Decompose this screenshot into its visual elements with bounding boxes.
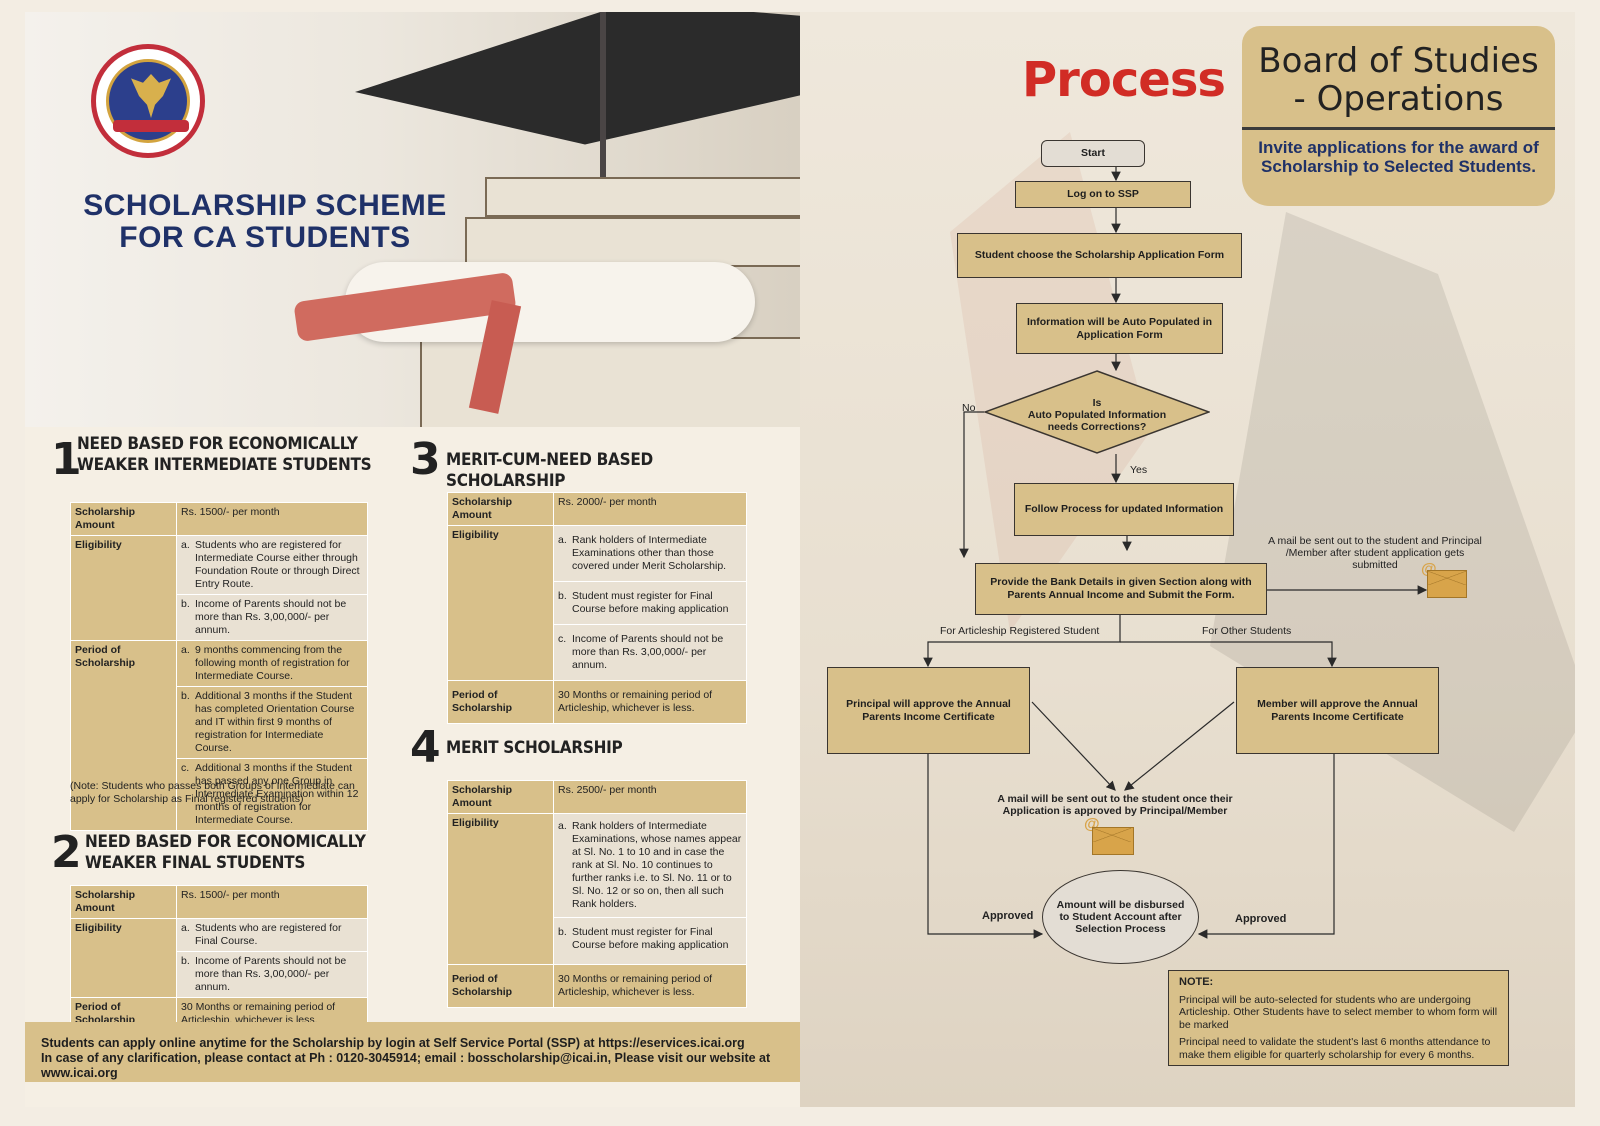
flow-start: Start	[1041, 140, 1145, 167]
flow-member-approve: Member will approve the Annual Parents I…	[1236, 667, 1439, 754]
flow-principal-approve: Principal will approve the Annual Parent…	[827, 667, 1030, 754]
section-title: MERIT-CUM-NEED BASED SCHOLARSHIP	[446, 450, 653, 491]
flow-articleship-label: For Articleship Registered Student	[940, 625, 1100, 637]
flow-mail-note-2: A mail will be sent out to the student o…	[997, 793, 1233, 817]
flow-choose-form: Student choose the Scholarship Applicati…	[957, 233, 1242, 278]
process-title: Process	[1022, 52, 1226, 108]
graduation-cap-image	[355, 12, 800, 145]
note-item: Principal need to validate the student's…	[1179, 1036, 1491, 1061]
hero-title: SCHOLARSHIP SCHEME FOR CA STUDENTS	[83, 189, 447, 254]
section-number: 2	[51, 827, 82, 878]
flow-approved-left: Approved	[982, 910, 1034, 922]
note-title: NOTE:	[1179, 976, 1214, 988]
flow-bank-details: Provide the Bank Details in given Sectio…	[975, 563, 1267, 615]
flow-other-students-label: For Other Students	[1202, 625, 1292, 637]
section-number: 4	[410, 722, 441, 773]
footer-contact-line[interactable]: In case of any clarification, please con…	[41, 1051, 771, 1080]
footer-portal-line[interactable]: Students can apply online anytime for th…	[41, 1036, 745, 1050]
flowchart-connectors	[923, 167, 1428, 939]
section-number: 3	[410, 434, 441, 485]
section-title: MERIT SCHOLARSHIP	[446, 738, 623, 758]
flow-approved-right: Approved	[1235, 913, 1287, 925]
process-note-box: NOTE: Principal will be auto-selected fo…	[1168, 970, 1509, 1066]
flow-decision-diamond	[984, 370, 1210, 454]
bos-subtitle: Invite applications for the award of Sch…	[1258, 138, 1539, 176]
section-note: (Note: Students who passes both Groups o…	[70, 780, 355, 805]
flow-no-label: No	[962, 402, 976, 414]
contact-footer: Students can apply online anytime for th…	[25, 1022, 800, 1082]
book-image	[465, 217, 800, 267]
flow-disbursement: Amount will be disbursed to Student Acco…	[1042, 870, 1199, 964]
bos-title: Board of Studies- Operations	[1258, 41, 1539, 119]
icai-logo	[91, 44, 205, 158]
book-image	[485, 177, 800, 217]
flow-auto-populated: Information will be Auto Populated in Ap…	[1016, 303, 1223, 354]
section-number: 1	[51, 434, 82, 485]
right-panel: Process Board of Studies- Operations Inv…	[800, 12, 1575, 1107]
flow-login-ssp: Log on to SSP	[1015, 181, 1191, 208]
mail-envelope-icon	[1092, 827, 1134, 855]
board-of-studies-box: Board of Studies- Operations Invite appl…	[1242, 26, 1555, 206]
note-item: Principal will be auto-selected for stud…	[1179, 993, 1498, 1031]
flow-mail-note-1: A mail be sent out to the student and Pr…	[1268, 535, 1482, 571]
mail-envelope-icon	[1427, 570, 1467, 598]
hero-banner: SCHOLARSHIP SCHEME FOR CA STUDENTS	[25, 12, 800, 427]
left-panel: SCHOLARSHIP SCHEME FOR CA STUDENTS 1 NEE…	[25, 12, 800, 1107]
flow-yes-label: Yes	[1130, 464, 1148, 476]
flow-follow-process: Follow Process for updated Information	[1014, 483, 1234, 536]
